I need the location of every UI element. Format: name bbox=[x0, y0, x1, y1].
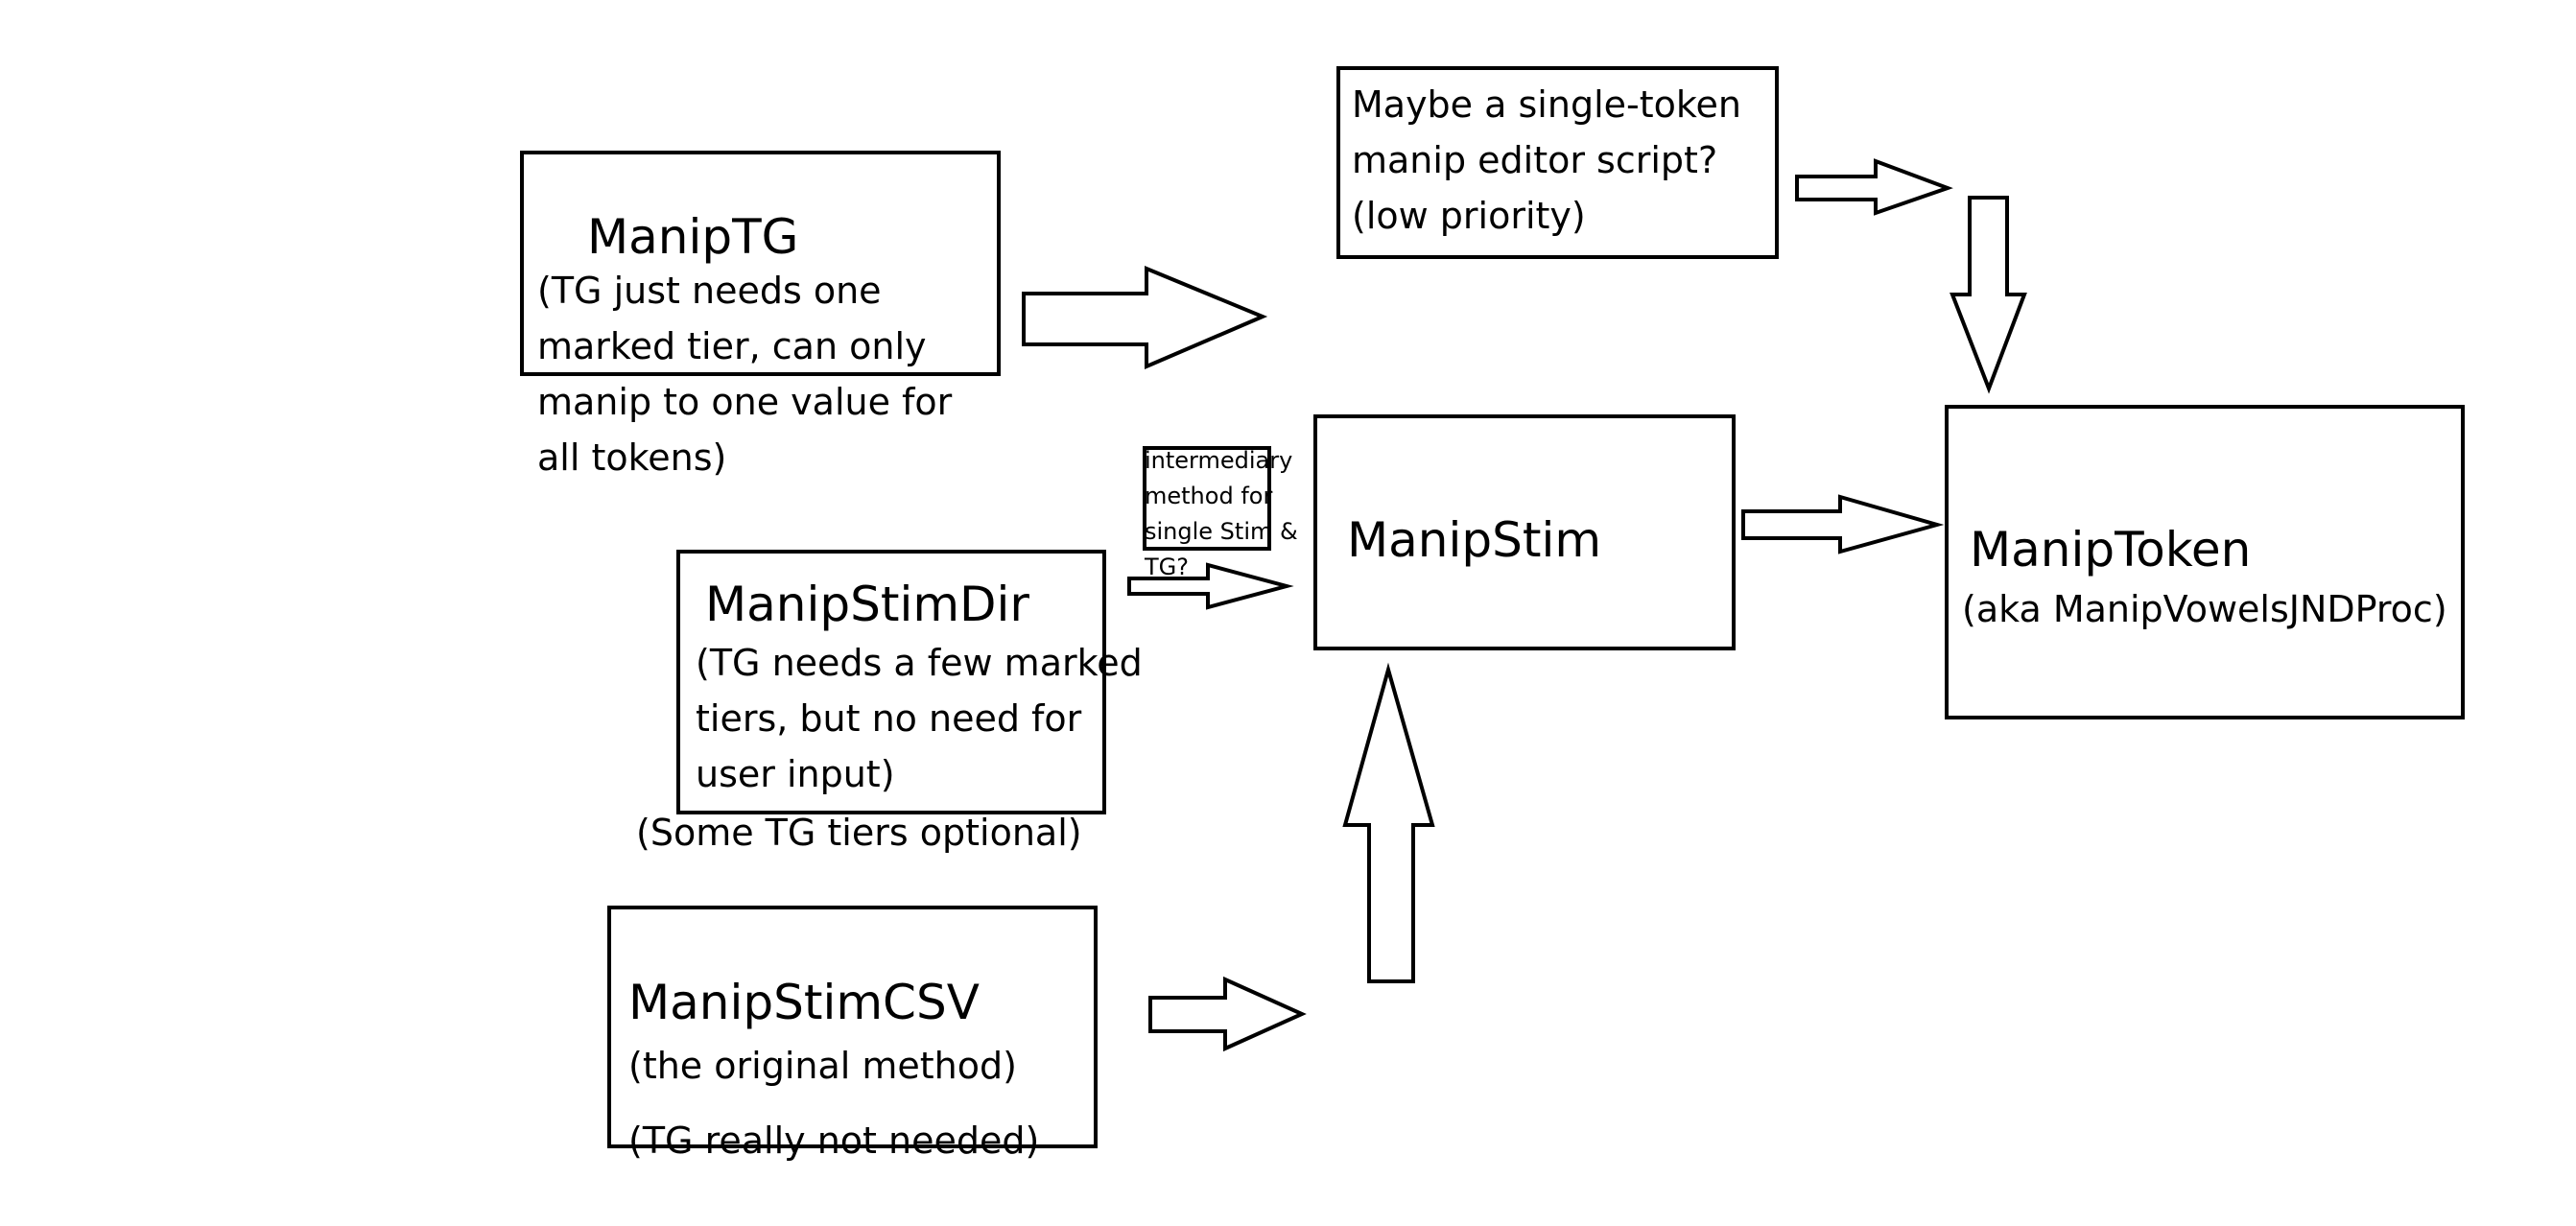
manip-stim-dir-description: (TG needs a few marked tiers, but no nee… bbox=[696, 635, 1143, 802]
manip-token-box bbox=[1945, 405, 2465, 719]
intermediary-line: TG? bbox=[1145, 554, 1189, 580]
manip-tg-description-line: marked tier, can only bbox=[537, 325, 927, 367]
intermediary-line: intermediary bbox=[1145, 447, 1293, 474]
intermediary-box bbox=[1143, 446, 1271, 551]
arrow-csv-up bbox=[1342, 662, 1435, 983]
manip-tg-description-line: all tokens) bbox=[537, 436, 727, 479]
manip-stim-csv-note: (TG really not needed) bbox=[628, 1120, 1040, 1162]
single-token-editor-line: Maybe a single-token bbox=[1352, 83, 1741, 126]
single-token-editor-description: Maybe a single-token manip editor script… bbox=[1352, 77, 1741, 244]
manip-stim-dir-description-line: user input) bbox=[696, 753, 895, 795]
arrow-csv-to-stim bbox=[1148, 976, 1307, 1052]
intermediary-line: method for bbox=[1145, 483, 1273, 509]
intermediary-line: single Stim & bbox=[1145, 518, 1298, 545]
manip-stim-csv-box bbox=[607, 906, 1098, 1148]
manip-token-title: ManipToken bbox=[1970, 522, 2252, 578]
single-token-editor-box bbox=[1336, 66, 1779, 259]
manip-stim-dir-note: (Some TG tiers optional) bbox=[636, 812, 1082, 854]
single-token-editor-line: manip editor script? bbox=[1352, 139, 1718, 181]
single-token-editor-line: (low priority) bbox=[1352, 195, 1586, 237]
manip-stim-dir-description-line: tiers, but no need for bbox=[696, 697, 1082, 740]
manip-stim-dir-description-line: (TG needs a few marked bbox=[696, 642, 1143, 684]
manip-stim-dir-title: ManipStimDir bbox=[705, 577, 1029, 632]
arrow-stimdir-to-stim bbox=[1127, 562, 1294, 610]
arrow-stim-to-token bbox=[1741, 494, 1945, 554]
manip-stim-title: ManipStim bbox=[1347, 512, 1602, 568]
manip-stim-box bbox=[1313, 414, 1736, 650]
manip-tg-description-line: manip to one value for bbox=[537, 381, 953, 423]
manip-stim-csv-subtitle: (the original method) bbox=[628, 1045, 1017, 1087]
manip-tg-box bbox=[520, 151, 1001, 376]
arrow-editor-right bbox=[1795, 158, 1953, 216]
manip-tg-description: (TG just needs one marked tier, can only… bbox=[537, 263, 952, 485]
intermediary-description: intermediary method for single Stim & TG… bbox=[1145, 443, 1298, 585]
manip-stim-csv-title: ManipStimCSV bbox=[628, 975, 980, 1030]
arrow-tg-to-stim bbox=[1022, 266, 1268, 370]
arrow-editor-down bbox=[1950, 196, 2027, 394]
manip-tg-title: ManipTG bbox=[587, 209, 799, 265]
manip-stim-dir-box bbox=[676, 550, 1106, 814]
manip-token-subtitle: (aka ManipVowelsJNDProc) bbox=[1962, 588, 2447, 630]
manip-tg-description-line: (TG just needs one bbox=[537, 270, 882, 312]
